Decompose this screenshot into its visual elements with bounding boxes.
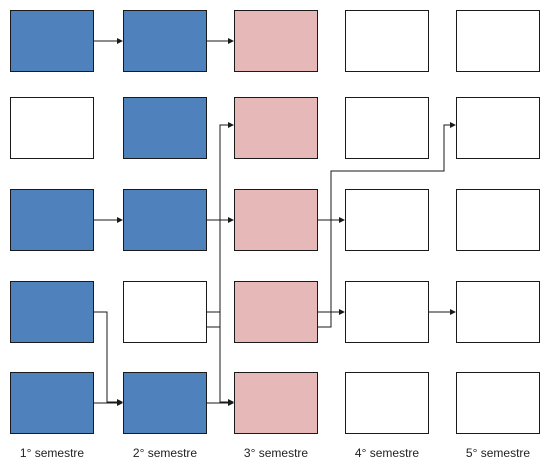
course-box-s5-r5 xyxy=(456,372,540,434)
course-box-s4-r1 xyxy=(345,10,429,72)
course-box-s2-r5 xyxy=(123,372,207,434)
prerequisite-arrow-10 xyxy=(207,311,234,405)
course-box-s1-r1 xyxy=(10,10,94,72)
course-box-s5-r1 xyxy=(456,10,540,72)
course-box-s3-r3 xyxy=(234,189,318,251)
course-box-s4-r2 xyxy=(345,97,429,159)
course-box-s4-r5 xyxy=(345,372,429,434)
course-box-s2-r3 xyxy=(123,189,207,251)
prerequisite-arrow-8 xyxy=(94,311,123,405)
course-box-s1-r3 xyxy=(10,189,94,251)
semester-label-2: 2° semestre xyxy=(132,446,198,460)
course-box-s3-r1 xyxy=(234,10,318,72)
course-box-s2-r4 xyxy=(123,281,207,343)
course-box-s4-r4 xyxy=(345,281,429,343)
course-box-s4-r3 xyxy=(345,189,429,251)
course-box-s1-r4 xyxy=(10,281,94,343)
prerequisite-arrow-5 xyxy=(207,122,234,328)
course-box-s1-r5 xyxy=(10,372,94,434)
semester-label-1: 1° semestre xyxy=(19,446,85,460)
course-box-s5-r3 xyxy=(456,189,540,251)
course-box-s5-r4 xyxy=(456,281,540,343)
semester-label-3: 3° semestre xyxy=(243,446,309,460)
course-box-s5-r2 xyxy=(456,97,540,159)
semester-label-5: 5° semestre xyxy=(465,446,531,460)
semester-label-4: 4° semestre xyxy=(354,446,420,460)
course-box-s2-r1 xyxy=(123,10,207,72)
course-box-s1-r2 xyxy=(10,97,94,159)
course-box-s2-r2 xyxy=(123,97,207,159)
course-box-s3-r5 xyxy=(234,372,318,434)
course-box-s3-r2 xyxy=(234,97,318,159)
course-box-s3-r4 xyxy=(234,281,318,343)
